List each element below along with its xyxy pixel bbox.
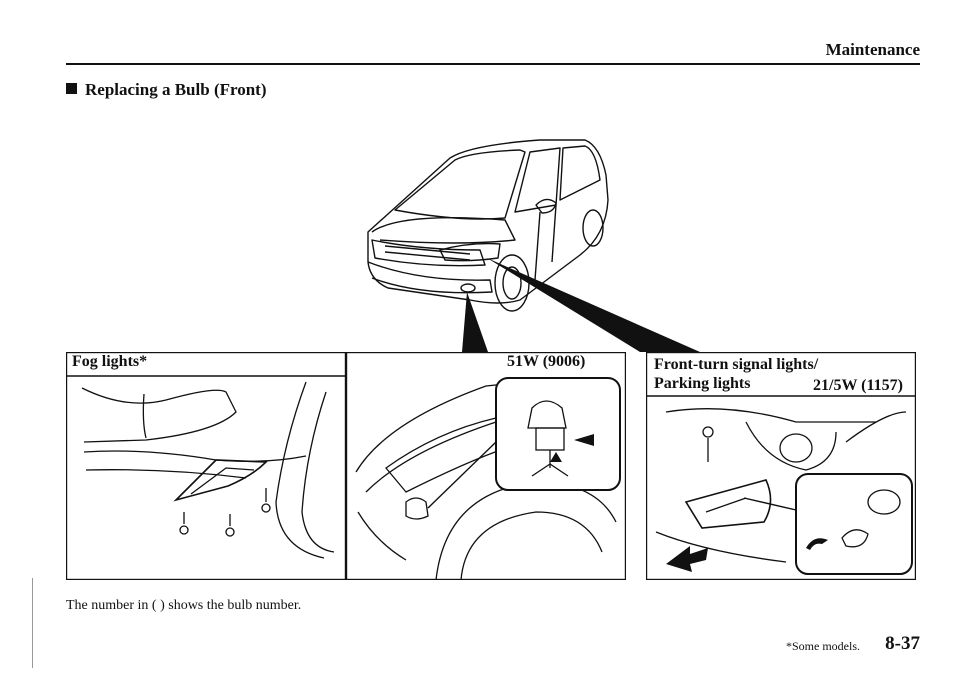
headlight-panel — [346, 352, 626, 580]
signal-label-line1: Front-turn signal lights/ — [654, 356, 819, 373]
bulb-number-note: The number in ( ) shows the bulb number. — [66, 598, 302, 613]
page-number: 8-37 — [885, 633, 920, 654]
fog-lights-label: Fog lights* — [72, 353, 148, 370]
signal-label-line2: Parking lights — [654, 375, 751, 392]
title-text: Replacing a Bulb (Front) — [85, 80, 267, 99]
fog-light-panel — [66, 352, 346, 580]
page-title: Replacing a Bulb (Front) — [66, 80, 267, 100]
header-rule — [66, 63, 920, 65]
models-footnote: *Some models. — [786, 639, 860, 653]
headlight-bulb-rating: 51W (9006) — [507, 353, 586, 370]
title-bullet-icon — [66, 83, 77, 94]
margin-line — [32, 578, 33, 668]
signal-bulb-rating: 21/5W (1157) — [813, 377, 903, 394]
section-header: Maintenance — [825, 40, 920, 59]
signal-light-panel — [646, 352, 916, 580]
